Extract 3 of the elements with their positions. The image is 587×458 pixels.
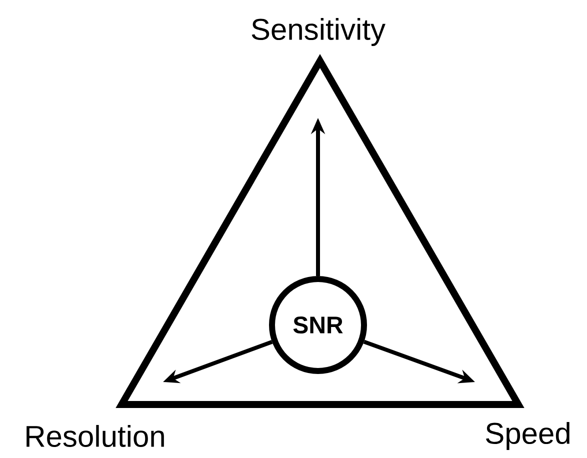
corner-label: Speed (486, 422, 570, 450)
corner-label: Sensitivity (252, 18, 386, 46)
corner-label: Resolution (26, 424, 164, 447)
